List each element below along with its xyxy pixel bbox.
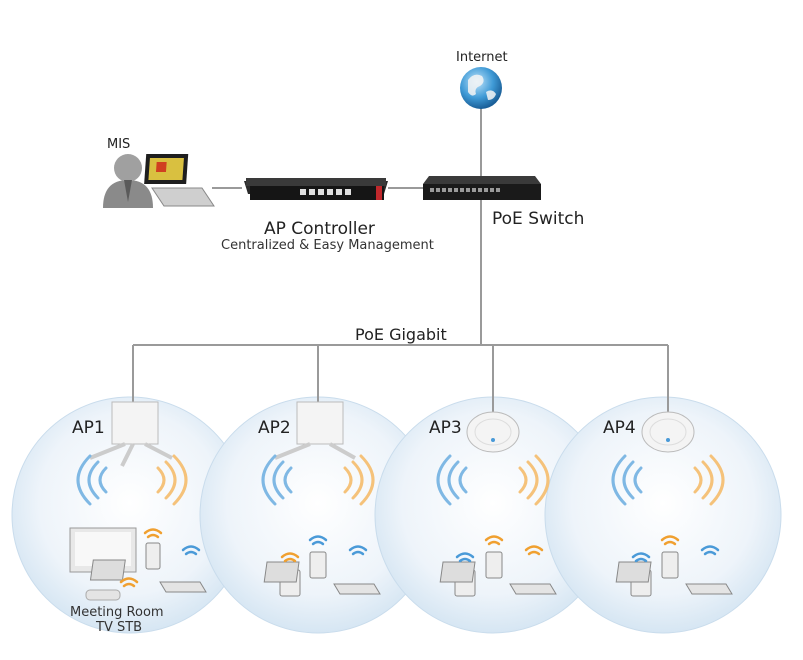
coverage-area-ap4 bbox=[544, 396, 782, 634]
ap4-label: AP4 bbox=[603, 418, 636, 438]
mis-label: MIS bbox=[107, 137, 131, 152]
tv-stb-label: TV STB bbox=[96, 620, 143, 635]
laptop-icon bbox=[615, 561, 733, 595]
poe-gigabit-label: PoE Gigabit bbox=[355, 325, 447, 344]
signal-waves bbox=[76, 454, 725, 506]
meeting-room-label: Meeting Room bbox=[70, 605, 164, 620]
ap1-label: AP1 bbox=[72, 418, 105, 438]
controller-icon bbox=[244, 178, 388, 200]
connection-lines bbox=[132, 108, 669, 412]
ap-controller-label: AP Controller bbox=[264, 219, 375, 239]
phone-icon bbox=[145, 542, 161, 570]
access-point-icon-ap2 bbox=[274, 401, 356, 460]
laptop-icon bbox=[89, 559, 207, 593]
user-icon bbox=[103, 154, 153, 208]
ap-controller-subtitle: Centralized & Easy Management bbox=[221, 238, 434, 253]
poe-switch-label: PoE Switch bbox=[492, 209, 585, 229]
ap3-label: AP3 bbox=[429, 418, 462, 438]
set-top-box-icon bbox=[85, 589, 121, 601]
laptop-icon bbox=[144, 154, 215, 207]
access-point-icon-ap4 bbox=[641, 411, 695, 453]
phone-icon bbox=[309, 551, 327, 579]
laptop-icon bbox=[439, 561, 557, 595]
internet-label: Internet bbox=[456, 50, 508, 65]
globe-icon bbox=[460, 67, 502, 109]
phone-icon bbox=[485, 551, 503, 579]
switch-icon bbox=[423, 176, 541, 200]
laptop-icon bbox=[263, 561, 381, 595]
wifi-icon bbox=[119, 528, 720, 588]
ap2-label: AP2 bbox=[258, 418, 291, 438]
phone-icon bbox=[661, 551, 679, 579]
access-point-icon-ap3 bbox=[466, 411, 520, 453]
access-point-icon-ap1 bbox=[89, 401, 173, 467]
